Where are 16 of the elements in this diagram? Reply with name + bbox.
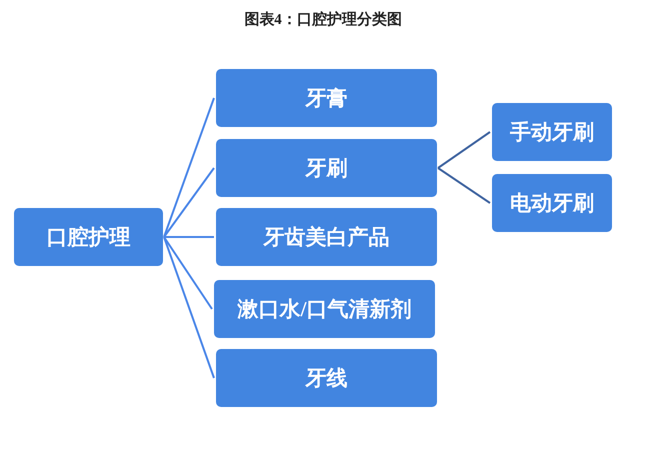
connector-line xyxy=(164,236,214,238)
category-box: 手动牙刷 xyxy=(492,103,612,161)
category-box: 口腔护理 xyxy=(14,208,163,266)
connector-line xyxy=(163,236,213,310)
connector-line xyxy=(437,167,491,204)
chart-title: 图表4：口腔护理分类图 xyxy=(243,10,403,29)
connector-line xyxy=(163,98,215,238)
category-box: 牙膏 xyxy=(216,69,437,127)
category-box: 牙线 xyxy=(216,349,437,407)
category-box: 漱口水/口气清新剂 xyxy=(214,280,435,338)
category-box: 电动牙刷 xyxy=(492,174,612,232)
connector-line xyxy=(163,236,215,378)
connector-line xyxy=(437,131,491,169)
connector-line xyxy=(163,167,215,238)
category-box: 牙刷 xyxy=(216,139,437,197)
category-box: 牙齿美白产品 xyxy=(216,208,437,266)
